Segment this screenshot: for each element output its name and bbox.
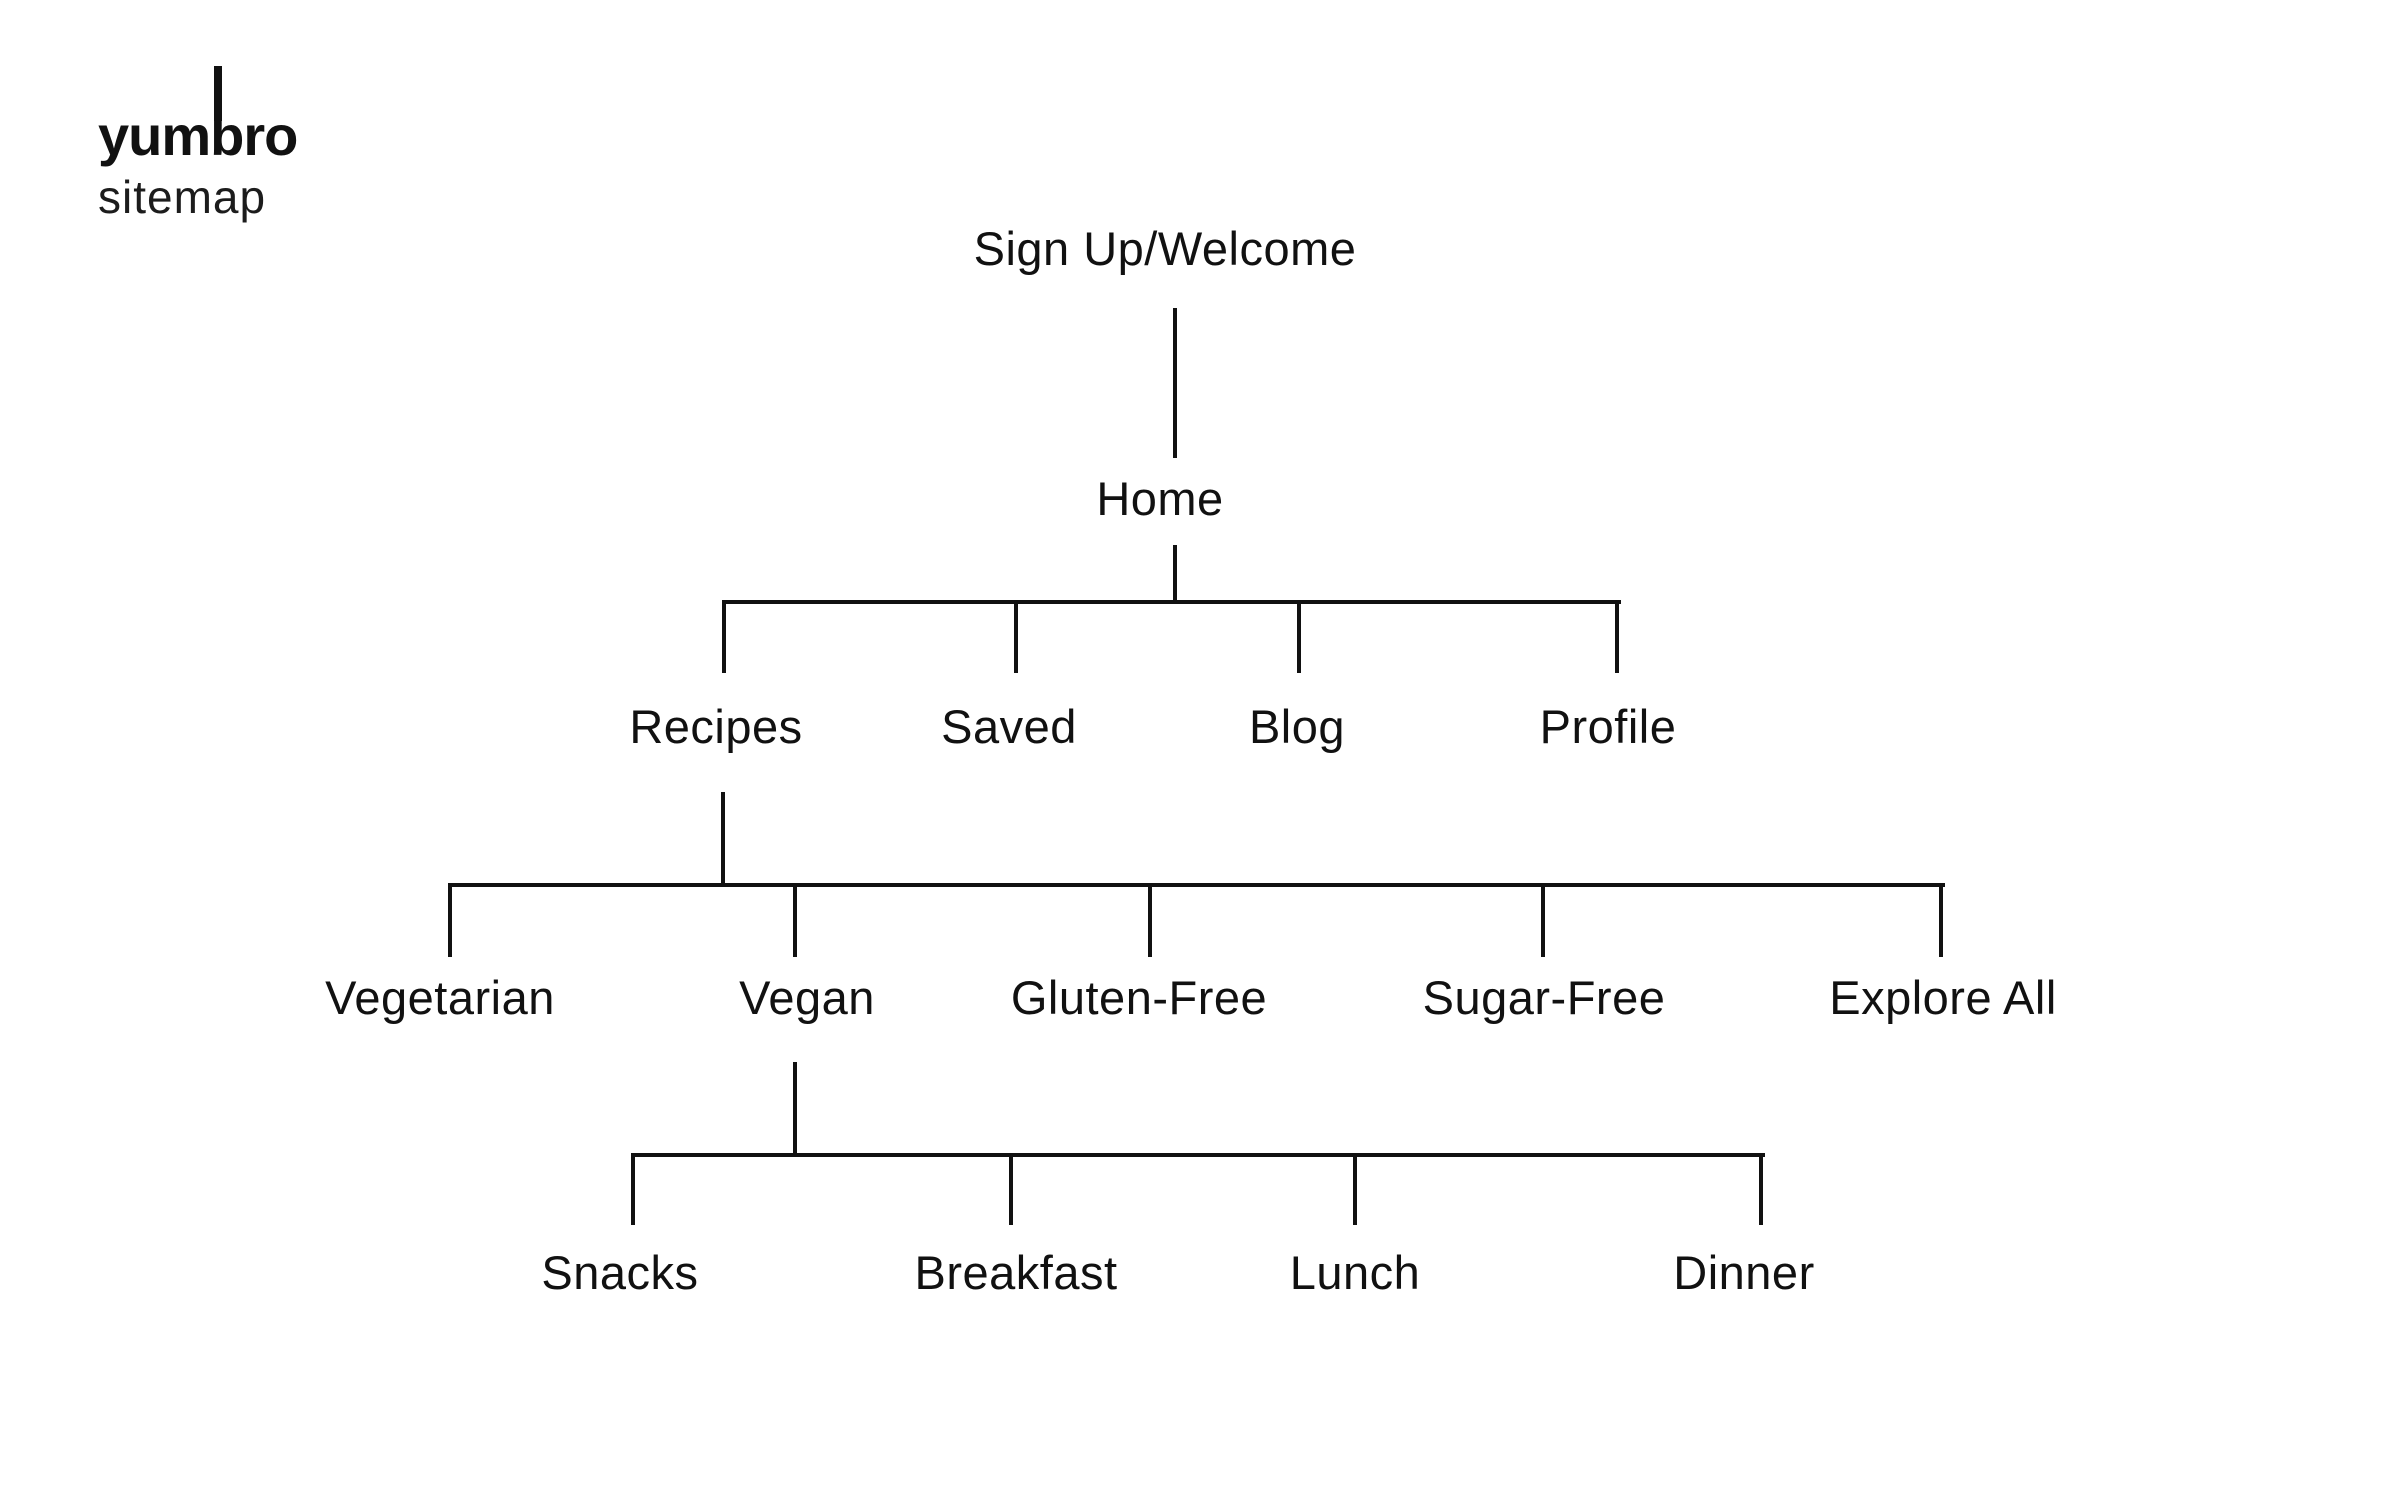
node-sign-up-welcome: Sign Up/Welcome xyxy=(973,222,1357,275)
node-snacks: Snacks xyxy=(541,1246,699,1299)
connector-root-home xyxy=(1173,308,1177,458)
tick-vegetarian xyxy=(448,883,452,957)
node-sugar-free: Sugar-Free xyxy=(1422,971,1666,1024)
node-gluten-free: Gluten-Free xyxy=(1010,971,1268,1024)
node-vegetarian: Vegetarian xyxy=(325,971,555,1024)
tick-vegan xyxy=(793,883,797,957)
connector-vegan-drop xyxy=(793,1062,797,1157)
node-blog: Blog xyxy=(1248,700,1346,753)
tick-saved xyxy=(1014,600,1018,673)
node-breakfast: Breakfast xyxy=(914,1246,1118,1299)
tick-explore-all xyxy=(1939,883,1943,957)
node-dinner: Dinner xyxy=(1673,1246,1815,1299)
logo-subtitle: sitemap xyxy=(98,171,267,223)
connector-recipes-drop xyxy=(721,792,725,887)
tick-recipes xyxy=(722,600,726,673)
node-profile: Profile xyxy=(1539,700,1677,753)
node-home: Home xyxy=(1096,472,1224,525)
tick-lunch xyxy=(1353,1153,1357,1225)
logo-b-ascender xyxy=(214,66,222,121)
tick-gluten-free xyxy=(1148,883,1152,957)
node-lunch: Lunch xyxy=(1289,1246,1421,1299)
tick-dinner xyxy=(1759,1153,1763,1225)
node-recipes: Recipes xyxy=(629,700,803,753)
node-explore-all: Explore All xyxy=(1829,971,2057,1024)
node-vegan: Vegan xyxy=(739,971,875,1024)
tick-snacks xyxy=(631,1153,635,1225)
tick-blog xyxy=(1297,600,1301,673)
connector-home-drop xyxy=(1173,545,1177,602)
tick-breakfast xyxy=(1009,1153,1013,1225)
node-saved: Saved xyxy=(941,700,1077,753)
branch-bar-home-children xyxy=(722,600,1621,604)
branch-bar-vegan-children xyxy=(631,1153,1765,1157)
tick-profile xyxy=(1615,600,1619,673)
tick-sugar-free xyxy=(1541,883,1545,957)
brand-logo: yumbro xyxy=(98,104,298,167)
branch-bar-recipes-children xyxy=(448,883,1945,887)
